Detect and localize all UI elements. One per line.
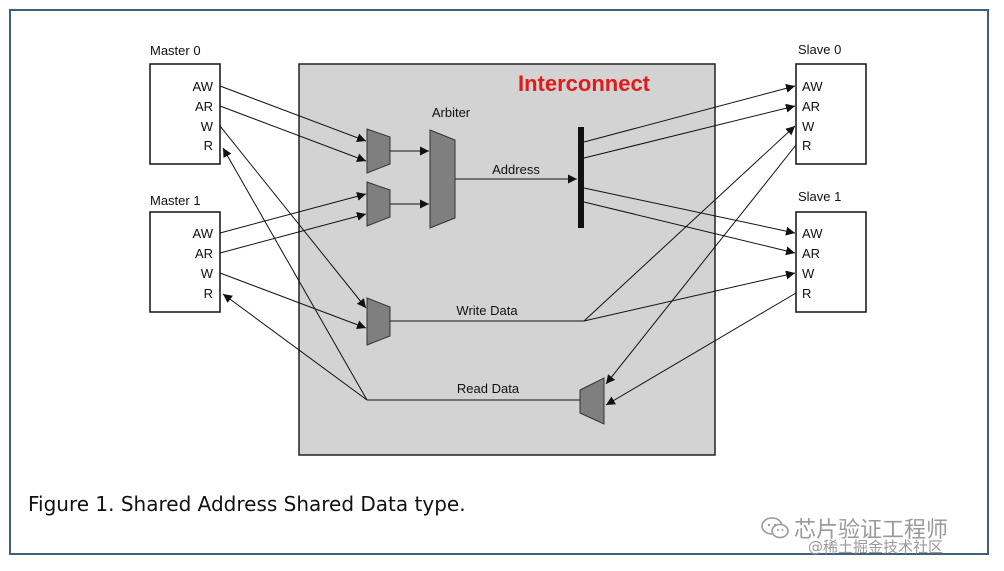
- master-0-port-ar: AR: [195, 99, 213, 114]
- master-1-port-ar: AR: [195, 246, 213, 261]
- slave-1-box: [795, 211, 867, 313]
- arbiter-mux: [429, 129, 456, 229]
- connection-lines: [219, 83, 797, 406]
- master-1-port-aw: AW: [193, 226, 214, 241]
- write-data-label: Write Data: [456, 303, 518, 318]
- watermark: 芯片验证工程师: [760, 512, 948, 544]
- master-1-port-w: W: [201, 266, 214, 281]
- slave-0-port-r: R: [802, 138, 811, 153]
- master-0-label: Master 0: [150, 43, 201, 58]
- slave-1-port-w: W: [802, 266, 815, 281]
- slave-0-label: Slave 0: [798, 42, 841, 57]
- address-mux-top: [366, 128, 391, 174]
- watermark-text: 芯片验证工程师: [794, 518, 949, 543]
- slave-1-port-r: R: [802, 286, 811, 301]
- slave-1-label: Slave 1: [798, 189, 841, 204]
- read-data-mux: [579, 377, 605, 425]
- write-data-mux: [366, 297, 391, 346]
- master-1-label: Master 1: [150, 193, 201, 208]
- interconnect-title: Interconnect: [518, 71, 651, 96]
- slave-0-port-ar: AR: [802, 99, 820, 114]
- slave-0-port-aw: AW: [802, 79, 823, 94]
- slave-1-port-ar: AR: [802, 246, 820, 261]
- master-0-port-r: R: [204, 138, 213, 153]
- watermark-subtext: @稀土掘金技术社区: [808, 538, 944, 556]
- master-0-box: [149, 63, 221, 165]
- address-bus-bar: [578, 127, 584, 228]
- address-mux-bottom: [366, 181, 391, 227]
- wechat-icon: [761, 517, 789, 539]
- read-data-label: Read Data: [457, 381, 520, 396]
- address-label: Address: [492, 162, 540, 177]
- master-0-port-w: W: [201, 119, 214, 134]
- slave-0-port-w: W: [802, 119, 815, 134]
- master-1-box: [149, 211, 221, 313]
- figure-caption: Figure 1. Shared Address Shared Data typ…: [28, 492, 466, 516]
- slave-0-box: [795, 63, 867, 165]
- slave-1-port-aw: AW: [802, 226, 823, 241]
- master-0-port-aw: AW: [193, 79, 214, 94]
- arbiter-label: Arbiter: [432, 105, 471, 120]
- master-1-port-r: R: [204, 286, 213, 301]
